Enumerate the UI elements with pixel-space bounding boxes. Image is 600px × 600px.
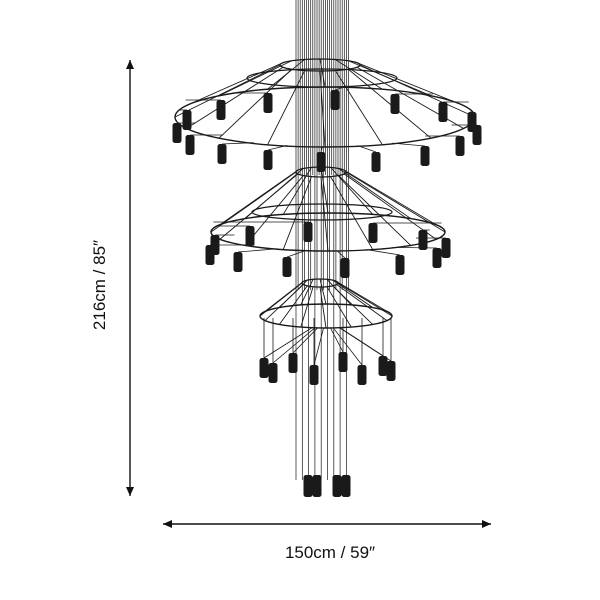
pendant-light [233,252,243,272]
frame-spoke [278,285,308,325]
pendant-light [472,125,482,145]
frame-spoke [218,60,292,97]
frame-spoke [210,171,297,233]
frame-spoke [282,176,312,250]
pendant-light [217,144,227,164]
pendant-light [378,356,388,376]
pendant-light [432,248,442,268]
frame-spoke [319,70,326,148]
pendant-light [205,245,215,265]
pendant-light [216,100,226,120]
pendant-light [309,365,319,385]
pendant-light [330,90,340,110]
frame-spoke [332,279,373,308]
pendant-light [340,258,350,278]
pendant-light [438,102,448,122]
pendant-hanger-wire [339,327,392,362]
bottom-pendant-light [341,475,351,497]
frame-spoke [300,286,314,328]
frame-spoke [282,167,312,215]
pendant-light [259,358,269,378]
pendant-light [418,230,428,250]
height-dimension-label: 216cm / 85″ [90,239,109,331]
pendant-lights [172,90,482,497]
frame-spoke [356,66,464,129]
frame-spoke [356,62,464,106]
pendant-light [263,93,273,113]
pendant-light [182,110,192,130]
pendant-hanger-wire [313,327,324,366]
pendant-light [268,363,278,383]
frame-spoke [336,284,388,321]
frame-spoke [319,58,326,88]
frame-spoke [335,59,383,90]
pendant-light [172,123,182,143]
pendant-light [263,150,273,170]
pendant-light [420,146,430,166]
pendant-light [386,361,396,381]
frame-spoke [336,281,388,312]
frame-spoke [338,175,412,246]
pendant-light [357,365,367,385]
pendant-hanger-wire [336,250,346,259]
pendant-light [338,352,348,372]
frame-spoke [244,175,304,246]
pendant-light [303,222,313,242]
pendant-hanger-wire [329,327,344,353]
frame-spoke [186,66,284,129]
pendant-light [288,353,298,373]
frame-spoke [345,171,446,233]
bottom-pendant-light [332,475,342,497]
pendant-light [441,238,451,258]
frame-spoke [320,176,329,252]
bottom-pendant-light [303,475,313,497]
pendant-hanger-wire [334,87,343,91]
frame-spoke [320,166,329,214]
frame-spoke [264,281,304,312]
frame-spoke [319,278,327,305]
pendant-hanger-wire [263,327,313,359]
frame-spoke [244,168,304,219]
width-dimension-label: 150cm / 59″ [284,543,376,562]
frame-spoke [218,68,293,139]
pendant-hanger-wire [272,327,316,364]
tier-frames [174,58,476,329]
pendant-light [395,255,405,275]
frame-spoke [174,64,281,118]
pendant-light [316,152,326,172]
pendant-light [185,135,195,155]
frame-spoke [326,286,352,328]
pendant-hanger-wire [366,249,401,256]
pendant-hanger-wire [286,249,307,258]
frame-spoke [319,286,327,329]
frame-spoke [267,59,305,90]
frame-spoke [279,279,308,308]
pendant-light [455,136,465,156]
frame-spoke [267,70,306,145]
frame-spoke [330,176,374,250]
frame-spoke [186,62,284,106]
frame-spoke [343,173,437,240]
frame-spoke [338,168,411,219]
pendant-light [245,226,255,246]
frame-spoke [334,70,383,145]
pendant-hanger-wire [332,327,363,366]
frame-spoke [330,167,374,215]
frame-spoke [348,60,432,97]
frame-spoke [300,279,314,306]
frame-spoke [326,278,352,306]
frame-spoke [343,169,437,226]
frame-spoke [219,169,299,226]
pendant-light [390,94,400,114]
suspension-wires [177,0,477,480]
frame-spoke [347,68,432,139]
bottom-pendant-light [312,475,322,497]
pendant-light [282,257,292,277]
pendant-light [371,152,381,172]
pendant-light [368,223,378,243]
frame-spoke [337,282,393,317]
